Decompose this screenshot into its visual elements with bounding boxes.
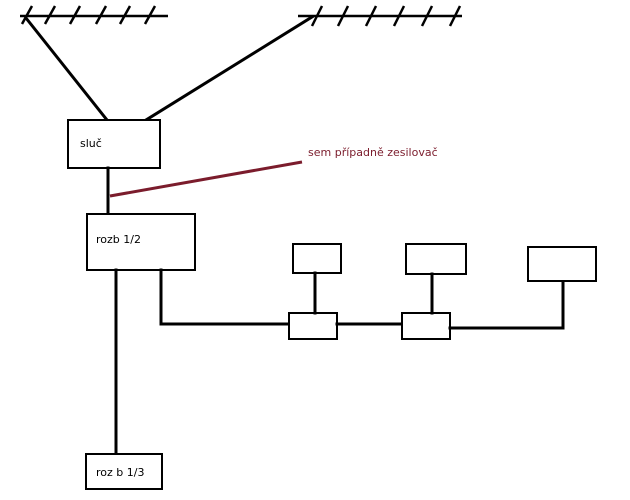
tap-box-2 (401, 312, 451, 340)
splitter-main-box: rozb 1/2 (86, 213, 196, 271)
cable-right-antenna (143, 14, 315, 123)
antenna-left (20, 5, 168, 25)
cable-splitter-trunk (159, 268, 291, 326)
splitter-bottom-label: roz b 1/3 (96, 466, 144, 479)
splitter-main-label: rozb 1/2 (96, 233, 141, 246)
tap-box-1 (288, 312, 338, 340)
outlet-box-3 (527, 246, 597, 282)
cable-tap2-outlet3 (448, 279, 565, 330)
combiner-label: sluč (80, 137, 102, 150)
amplifier-note: sem případně zesilovač (308, 146, 438, 159)
outlet-box-2 (405, 243, 467, 275)
splitter-bottom-box: roz b 1/3 (85, 453, 163, 490)
antenna-right (298, 5, 462, 27)
amplifier-pointer-line (109, 160, 303, 198)
outlet-box-1 (292, 243, 342, 274)
cable-left-antenna (23, 15, 110, 123)
combiner-box: sluč (67, 119, 161, 169)
